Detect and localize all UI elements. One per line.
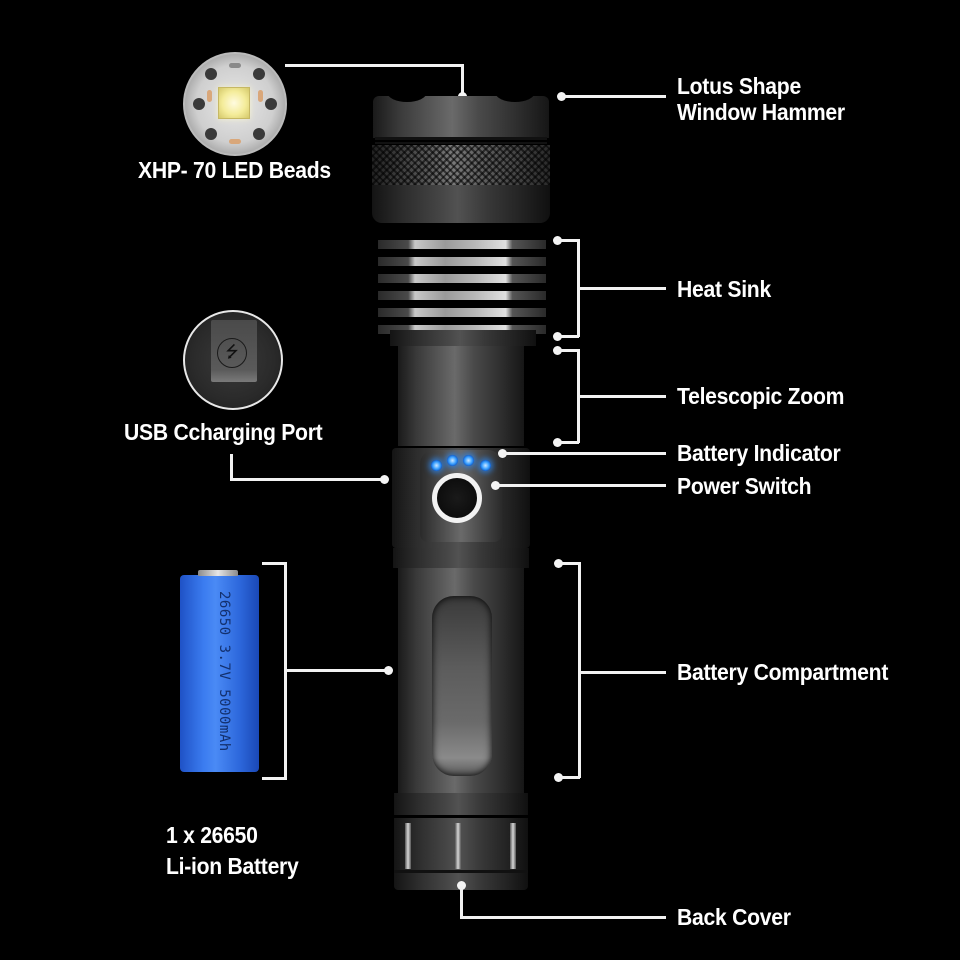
label-usb-port: USB Ccharging Port xyxy=(124,419,323,445)
label-battery-indicator: Battery Indicator xyxy=(677,440,841,466)
callout-battery-indicator xyxy=(503,452,666,455)
usb-port-inset: ⭍ xyxy=(183,310,283,410)
label-battery-line2: Li-ion Battery xyxy=(166,853,299,879)
telescopic-zoom-tube xyxy=(398,346,524,446)
heat-sink-fins xyxy=(378,236,546,336)
led-beads-inset xyxy=(183,52,287,156)
bracket-battery-cell xyxy=(262,562,286,565)
label-heat-sink: Heat Sink xyxy=(677,276,771,302)
label-power-switch: Power Switch xyxy=(677,473,812,499)
label-telescopic-zoom: Telescopic Zoom xyxy=(677,383,845,409)
callout-power-switch xyxy=(496,484,666,487)
label-back-cover: Back Cover xyxy=(677,904,791,930)
label-window-hammer-line2: Window Hammer xyxy=(677,99,845,125)
callout-back-cover xyxy=(460,886,463,918)
battery-cell-print: 26650 3.7V 5000mAh xyxy=(216,591,232,752)
label-led-beads: XHP- 70 LED Beads xyxy=(138,157,331,183)
usb-symbol-icon: ⭍ xyxy=(217,338,247,368)
flashlight-head-crown xyxy=(373,96,549,138)
led-chip-icon xyxy=(218,87,250,119)
battery-compartment-window xyxy=(432,596,492,776)
power-switch-button[interactable] xyxy=(432,473,482,523)
bracket-heat-sink xyxy=(557,239,579,242)
callout-usb-port xyxy=(230,454,233,481)
bracket-telescopic-zoom xyxy=(557,349,579,352)
back-cover xyxy=(394,818,528,890)
callout-led xyxy=(285,64,463,67)
battery-cell: 26650 3.7V 5000mAh xyxy=(180,570,259,772)
bracket-battery-compartment xyxy=(558,562,580,565)
flashlight-knurled-bezel xyxy=(372,145,550,185)
label-window-hammer-line1: Lotus Shape xyxy=(677,73,801,99)
window-hammer-scallops xyxy=(373,92,549,106)
callout-window-hammer xyxy=(562,95,666,98)
label-battery-compartment: Battery Compartment xyxy=(677,659,889,685)
label-battery-line1: 1 x 26650 xyxy=(166,822,258,848)
